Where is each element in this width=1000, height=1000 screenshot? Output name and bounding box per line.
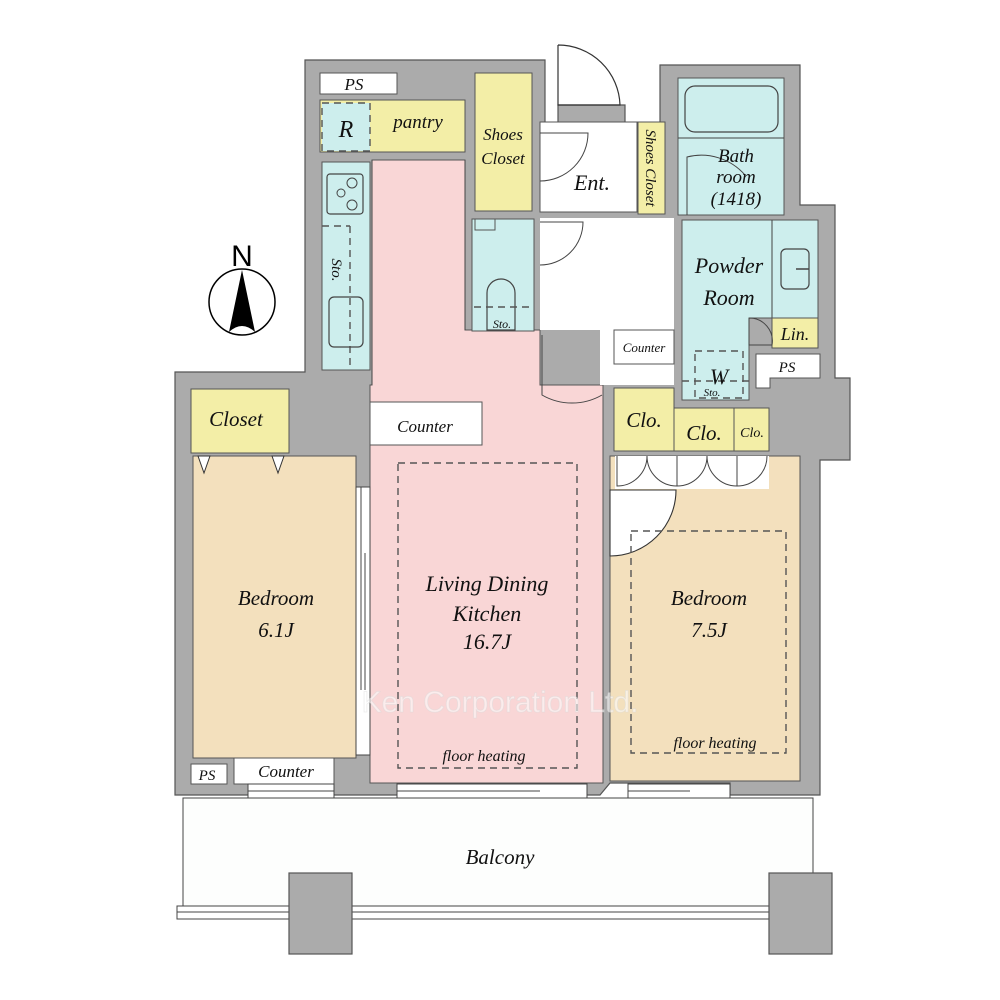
linen-closet[interactable] xyxy=(771,317,819,349)
label-kitchen-storage: Sto. xyxy=(328,259,344,282)
ps-west xyxy=(190,763,228,785)
counter-ldk xyxy=(369,401,483,446)
balcony[interactable] xyxy=(176,797,833,955)
label-bath-1: Bath xyxy=(718,146,754,167)
room-bathroom[interactable] xyxy=(677,77,785,216)
kitchen-sink-icon xyxy=(328,296,364,348)
counter-hall xyxy=(613,329,675,365)
label-bath-2: room xyxy=(716,167,755,188)
label-refrigerator: R xyxy=(338,117,354,143)
door-powder[interactable] xyxy=(748,317,773,346)
room-toilet[interactable] xyxy=(471,218,535,332)
label-washer-storage: Sto. xyxy=(704,387,721,399)
label-counter-hall: Counter xyxy=(623,340,667,355)
door-toilet[interactable] xyxy=(539,221,584,266)
stove-icon xyxy=(326,173,364,215)
toilet-bowl xyxy=(486,278,516,331)
label-clo-2: Clo. xyxy=(686,421,722,445)
counter-bedroom xyxy=(233,757,335,785)
compass-north-label: N xyxy=(231,240,253,273)
label-linen: Lin. xyxy=(780,324,810,344)
refrigerator-space xyxy=(321,102,371,152)
door-bedroom-east[interactable] xyxy=(609,489,677,557)
north-arrow-icon xyxy=(229,270,255,332)
windows-south xyxy=(247,783,731,799)
door-hall-ldk[interactable] xyxy=(541,335,603,404)
label-toilet-storage: Sto. xyxy=(493,317,511,331)
label-balcony: Balcony xyxy=(466,845,535,869)
label-ps-top: PS xyxy=(344,75,364,94)
label-ps-east: PS xyxy=(778,360,796,376)
label-shoes-closet-left-2: Closet xyxy=(481,149,526,168)
label-entrance: Ent. xyxy=(573,170,610,195)
label-shoes-closet-left-1: Shoes xyxy=(483,125,523,144)
closet-east-3[interactable] xyxy=(733,407,770,452)
closet-east-2[interactable] xyxy=(673,407,735,452)
room-entrance[interactable] xyxy=(539,121,638,213)
door-shoes-closet xyxy=(539,132,589,182)
washer-space xyxy=(694,350,744,399)
room-bedroom-west[interactable] xyxy=(192,455,357,759)
closet-doors-east xyxy=(615,455,769,489)
label-bedroom-west-size: 6.1J xyxy=(258,618,295,642)
north-compass: N xyxy=(208,240,276,336)
kitchen-counter xyxy=(321,161,371,371)
label-shoes-closet-right: Shoes Closet xyxy=(642,129,658,207)
label-ldk-1: Living Dining xyxy=(425,571,549,596)
balcony-pillar-east xyxy=(768,872,833,955)
label-pantry: pantry xyxy=(391,112,443,133)
label-bedroom-east-floor-heating: floor heating xyxy=(673,735,756,752)
label-bedroom-east-size: 7.5J xyxy=(691,618,728,642)
label-ldk-floor-heating: floor heating xyxy=(442,748,525,765)
door-bathroom[interactable] xyxy=(686,154,746,215)
label-counter-ldk: Counter xyxy=(397,417,453,436)
sliding-door-bedroom-west[interactable] xyxy=(355,486,371,756)
label-clo-3: Clo. xyxy=(740,426,764,441)
balcony-pillar-west xyxy=(288,872,353,955)
floor-heating-bedroom-east xyxy=(630,530,787,754)
label-powder-1: Powder xyxy=(694,253,764,278)
label-ldk-size: 16.7J xyxy=(463,629,513,654)
label-washer: W xyxy=(710,364,730,389)
label-bedroom-west-name: Bedroom xyxy=(238,586,314,610)
label-ps-west: PS xyxy=(198,768,216,784)
watermark: Ken Corporation Ltd. xyxy=(362,686,639,719)
label-closet-west: Closet xyxy=(209,407,264,431)
bathtub xyxy=(684,85,779,133)
closet-west[interactable] xyxy=(190,388,290,454)
closet-east-1[interactable] xyxy=(613,387,675,452)
hallway[interactable] xyxy=(540,218,674,330)
label-clo-1: Clo. xyxy=(626,408,662,432)
label-bedroom-east-name: Bedroom xyxy=(671,586,747,610)
floor-heating-ldk xyxy=(397,462,578,769)
ps-east xyxy=(755,353,821,389)
ps-top xyxy=(319,72,398,95)
label-counter-bedroom: Counter xyxy=(258,762,314,781)
label-powder-2: Room xyxy=(702,285,754,310)
shoes-closet-right[interactable] xyxy=(637,121,666,215)
label-bath-3: (1418) xyxy=(711,189,762,210)
shoes-closet-left[interactable] xyxy=(474,72,533,212)
door-entrance[interactable] xyxy=(557,44,621,106)
label-ldk-2: Kitchen xyxy=(452,601,521,626)
